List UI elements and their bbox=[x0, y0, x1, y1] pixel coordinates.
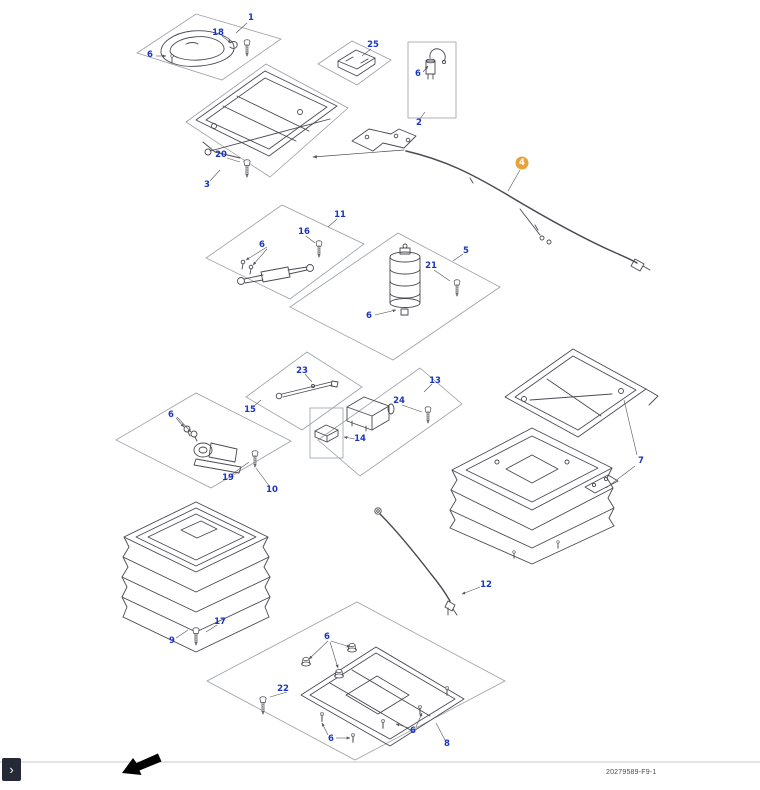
callout-label[interactable]: 1 bbox=[248, 13, 254, 23]
part-compressor-13 bbox=[346, 396, 432, 432]
callout-24[interactable]: 24 bbox=[393, 396, 405, 406]
callout-4[interactable]: 4 bbox=[515, 156, 529, 170]
callout-leader-lines bbox=[156, 22, 638, 741]
callout-7[interactable]: 7 bbox=[638, 456, 644, 466]
document-number: 20279589-F9-1 bbox=[606, 769, 657, 776]
callout-label[interactable]: 23 bbox=[296, 366, 308, 376]
callout-6[interactable]: 6 bbox=[366, 311, 372, 321]
callout-label[interactable]: 11 bbox=[334, 210, 346, 220]
callout-label[interactable]: 16 bbox=[298, 227, 310, 237]
group-outline-14 bbox=[309, 407, 344, 459]
callout-label[interactable]: 5 bbox=[463, 246, 469, 256]
part-air-spring-5 bbox=[389, 243, 461, 316]
callout-12[interactable]: 12 bbox=[480, 580, 492, 590]
group-outline-3 bbox=[185, 63, 349, 178]
callout-1[interactable]: 1 bbox=[248, 13, 254, 23]
group-outline-25 bbox=[317, 40, 392, 86]
part-seat-pan bbox=[160, 30, 251, 67]
callout-19[interactable]: 19 bbox=[222, 473, 234, 483]
callout-22[interactable]: 22 bbox=[277, 684, 289, 694]
callout-23[interactable]: 23 bbox=[296, 366, 308, 376]
part-seat-slide-frame-3 bbox=[195, 70, 338, 178]
callout-25[interactable]: 25 bbox=[367, 40, 379, 50]
callout-label[interactable]: 17 bbox=[214, 617, 226, 627]
callout-8[interactable]: 8 bbox=[444, 739, 450, 749]
callout-5[interactable]: 5 bbox=[463, 246, 469, 256]
callout-label[interactable]: 25 bbox=[367, 40, 379, 50]
callout-6[interactable]: 6 bbox=[415, 69, 421, 79]
callout-3[interactable]: 3 bbox=[204, 180, 210, 190]
part-connecting-rod-15 bbox=[275, 380, 339, 400]
callout-label[interactable]: 24 bbox=[393, 396, 405, 406]
group-outline-2 bbox=[407, 41, 457, 119]
part-drawings bbox=[121, 30, 659, 747]
callout-label[interactable]: 8 bbox=[444, 739, 450, 749]
callout-10[interactable]: 10 bbox=[266, 485, 278, 495]
part-wiring-harness-4 bbox=[312, 128, 651, 272]
direction-arrow-icon bbox=[122, 753, 162, 775]
part-bellows-9 bbox=[121, 501, 271, 653]
part-mounting-bracket-25 bbox=[337, 49, 376, 77]
callout-label[interactable]: 6 bbox=[410, 726, 416, 736]
callout-label[interactable]: 19 bbox=[222, 473, 234, 483]
part-base-plate-8 bbox=[259, 643, 465, 747]
callout-label[interactable]: 12 bbox=[480, 580, 492, 590]
callout-18[interactable]: 18 bbox=[212, 28, 224, 38]
part-compressor-assembly-10 bbox=[183, 425, 259, 474]
callout-label[interactable]: 21 bbox=[425, 261, 437, 271]
callout-label[interactable]: 3 bbox=[204, 180, 210, 190]
callout-6[interactable]: 6 bbox=[410, 726, 416, 736]
callout-6[interactable]: 6 bbox=[259, 240, 265, 250]
callout-9[interactable]: 9 bbox=[169, 636, 175, 646]
callout-6[interactable]: 6 bbox=[324, 632, 330, 642]
part-damper-linkage-11 bbox=[237, 240, 323, 285]
callout-label[interactable]: 13 bbox=[429, 376, 441, 386]
callout-17[interactable]: 17 bbox=[214, 617, 226, 627]
callout-2[interactable]: 2 bbox=[416, 118, 422, 128]
group-outline-5 bbox=[289, 232, 501, 361]
callout-label[interactable]: 6 bbox=[168, 410, 174, 420]
callout-label[interactable]: 6 bbox=[259, 240, 265, 250]
callout-11[interactable]: 11 bbox=[334, 210, 346, 220]
callout-label[interactable]: 6 bbox=[415, 69, 421, 79]
callout-label[interactable]: 9 bbox=[169, 636, 175, 646]
part-hose-12 bbox=[374, 507, 458, 616]
callout-label[interactable]: 6 bbox=[324, 632, 330, 642]
callout-14[interactable]: 14 bbox=[354, 434, 366, 444]
callout-label[interactable]: 18 bbox=[212, 28, 224, 38]
callout-16[interactable]: 16 bbox=[298, 227, 310, 237]
group-outline-11 bbox=[205, 204, 365, 300]
chevron-right-icon: › bbox=[9, 762, 14, 777]
callout-6[interactable]: 6 bbox=[328, 734, 334, 744]
part-suspension-assembly-7 bbox=[449, 348, 659, 565]
callout-label[interactable]: 22 bbox=[277, 684, 289, 694]
part-rubber-pad-14 bbox=[314, 424, 339, 443]
callout-6[interactable]: 6 bbox=[168, 410, 174, 420]
group-outline-8 bbox=[206, 601, 506, 761]
next-page-button[interactable]: › bbox=[2, 758, 21, 781]
callout-label[interactable]: 14 bbox=[354, 434, 366, 444]
callout-label[interactable]: 10 bbox=[266, 485, 278, 495]
callout-6[interactable]: 6 bbox=[147, 50, 153, 60]
callout-label[interactable]: 7 bbox=[638, 456, 644, 466]
group-outline-15 bbox=[245, 351, 363, 431]
callout-20[interactable]: 20 bbox=[215, 150, 227, 160]
callout-label[interactable]: 6 bbox=[328, 734, 334, 744]
callout-label[interactable]: 15 bbox=[244, 405, 256, 415]
group-outline-10 bbox=[115, 392, 292, 489]
callout-label[interactable]: 6 bbox=[366, 311, 372, 321]
callout-15[interactable]: 15 bbox=[244, 405, 256, 415]
callout-21[interactable]: 21 bbox=[425, 261, 437, 271]
callout-label[interactable]: 20 bbox=[215, 150, 227, 160]
group-outline-1 bbox=[136, 13, 282, 81]
part-valve-2 bbox=[425, 48, 447, 80]
callout-13[interactable]: 13 bbox=[429, 376, 441, 386]
callout-label[interactable]: 2 bbox=[416, 118, 422, 128]
callout-label[interactable]: 4 bbox=[519, 158, 525, 168]
group-outline-13 bbox=[317, 367, 463, 477]
group-outlines bbox=[115, 13, 506, 761]
callout-label[interactable]: 6 bbox=[147, 50, 153, 60]
callout-highlight-circle[interactable] bbox=[515, 156, 529, 170]
callout-layer: 1 18 6 25 6 2 20 3 4 11 16 6 5 21 6 23 15 13 24 14 6 19 10 7 12 1… bbox=[147, 13, 644, 749]
